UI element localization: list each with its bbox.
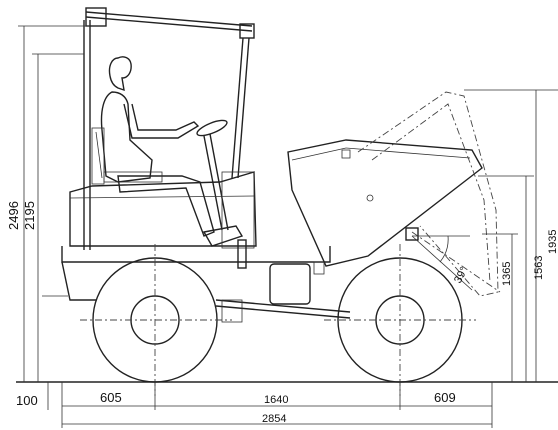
dim-label-1365: 1365 bbox=[501, 262, 513, 286]
dim-label-tip-angle: 39° bbox=[452, 265, 470, 285]
dim-overall-height: 2496 bbox=[6, 25, 90, 382]
dim-max-tip-height: 1935 bbox=[464, 89, 558, 382]
dim-canopy-height: 2195 bbox=[22, 53, 84, 382]
dim-discharge-height: 1365 bbox=[482, 233, 518, 382]
tip-angle-annotation: 39° bbox=[411, 235, 473, 291]
dim-label-605: 605 bbox=[100, 390, 122, 405]
dim-label-100: 100 bbox=[16, 393, 38, 408]
dim-label-2496: 2496 bbox=[6, 201, 21, 230]
dim-label-1935: 1935 bbox=[547, 230, 558, 254]
dim-label-2854: 2854 bbox=[262, 413, 286, 425]
dim-label-1563: 1563 bbox=[533, 256, 545, 280]
dim-label-1640: 1640 bbox=[264, 394, 288, 406]
dim-wheelbase: 1640 bbox=[155, 382, 401, 410]
dim-label-2195: 2195 bbox=[22, 201, 37, 230]
skip-lowered bbox=[287, 139, 483, 275]
rops-canopy-frame bbox=[83, 7, 255, 250]
operator-figure bbox=[91, 56, 244, 247]
steering-wheel bbox=[196, 119, 229, 231]
dim-pivot-height: 1563 bbox=[478, 175, 545, 382]
rear-wheel bbox=[80, 244, 232, 396]
dim-front-overhang: 609 bbox=[400, 382, 493, 428]
skip-tipped-outline bbox=[357, 91, 501, 297]
dim-ground-clearance: 100 bbox=[16, 295, 68, 428]
front-wheel bbox=[324, 244, 476, 396]
chassis-body bbox=[61, 171, 351, 323]
dim-label-609: 609 bbox=[434, 390, 456, 405]
dim-rear-overhang: 605 bbox=[62, 382, 156, 410]
dim-overall-length: 2854 bbox=[62, 413, 492, 425]
